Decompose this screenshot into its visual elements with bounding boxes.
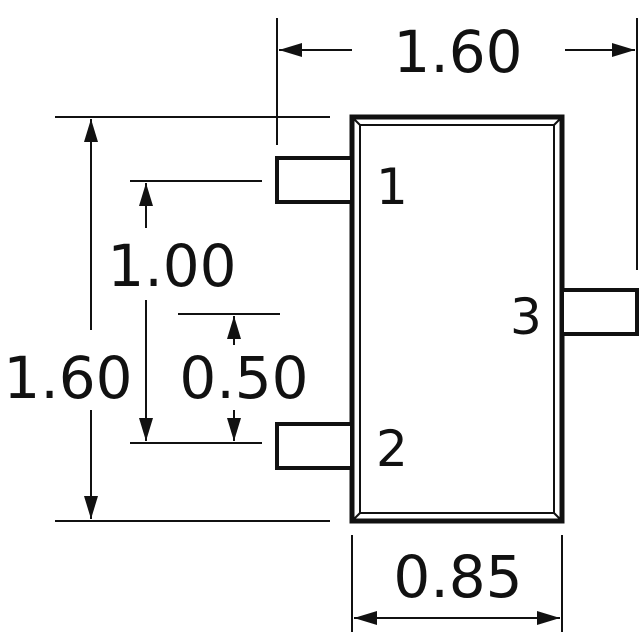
- top-width-value: 1.60: [393, 18, 522, 86]
- pin-3-pad: [560, 288, 639, 336]
- pin-offset-dimension: 0.50: [178, 313, 309, 441]
- pin-3-label: 3: [510, 288, 542, 346]
- top-width-dimension: 1.60: [276, 18, 638, 270]
- left-height-dimension: 1.60: [3, 116, 330, 522]
- pin-1-label: 1: [376, 158, 408, 216]
- package-body: [349, 114, 565, 524]
- pin-2-label: 2: [376, 420, 408, 478]
- bottom-width-value: 0.85: [393, 543, 522, 611]
- pin-pitch-dimension: 1.00: [107, 180, 262, 444]
- pin-offset-value: 0.50: [179, 344, 308, 412]
- pin-pitch-value: 1.00: [107, 232, 236, 300]
- pin-2-pad: [275, 422, 354, 470]
- bottom-width-dimension: 0.85: [351, 535, 563, 632]
- pin-1-pad: [275, 156, 354, 204]
- left-height-value: 1.60: [3, 344, 132, 412]
